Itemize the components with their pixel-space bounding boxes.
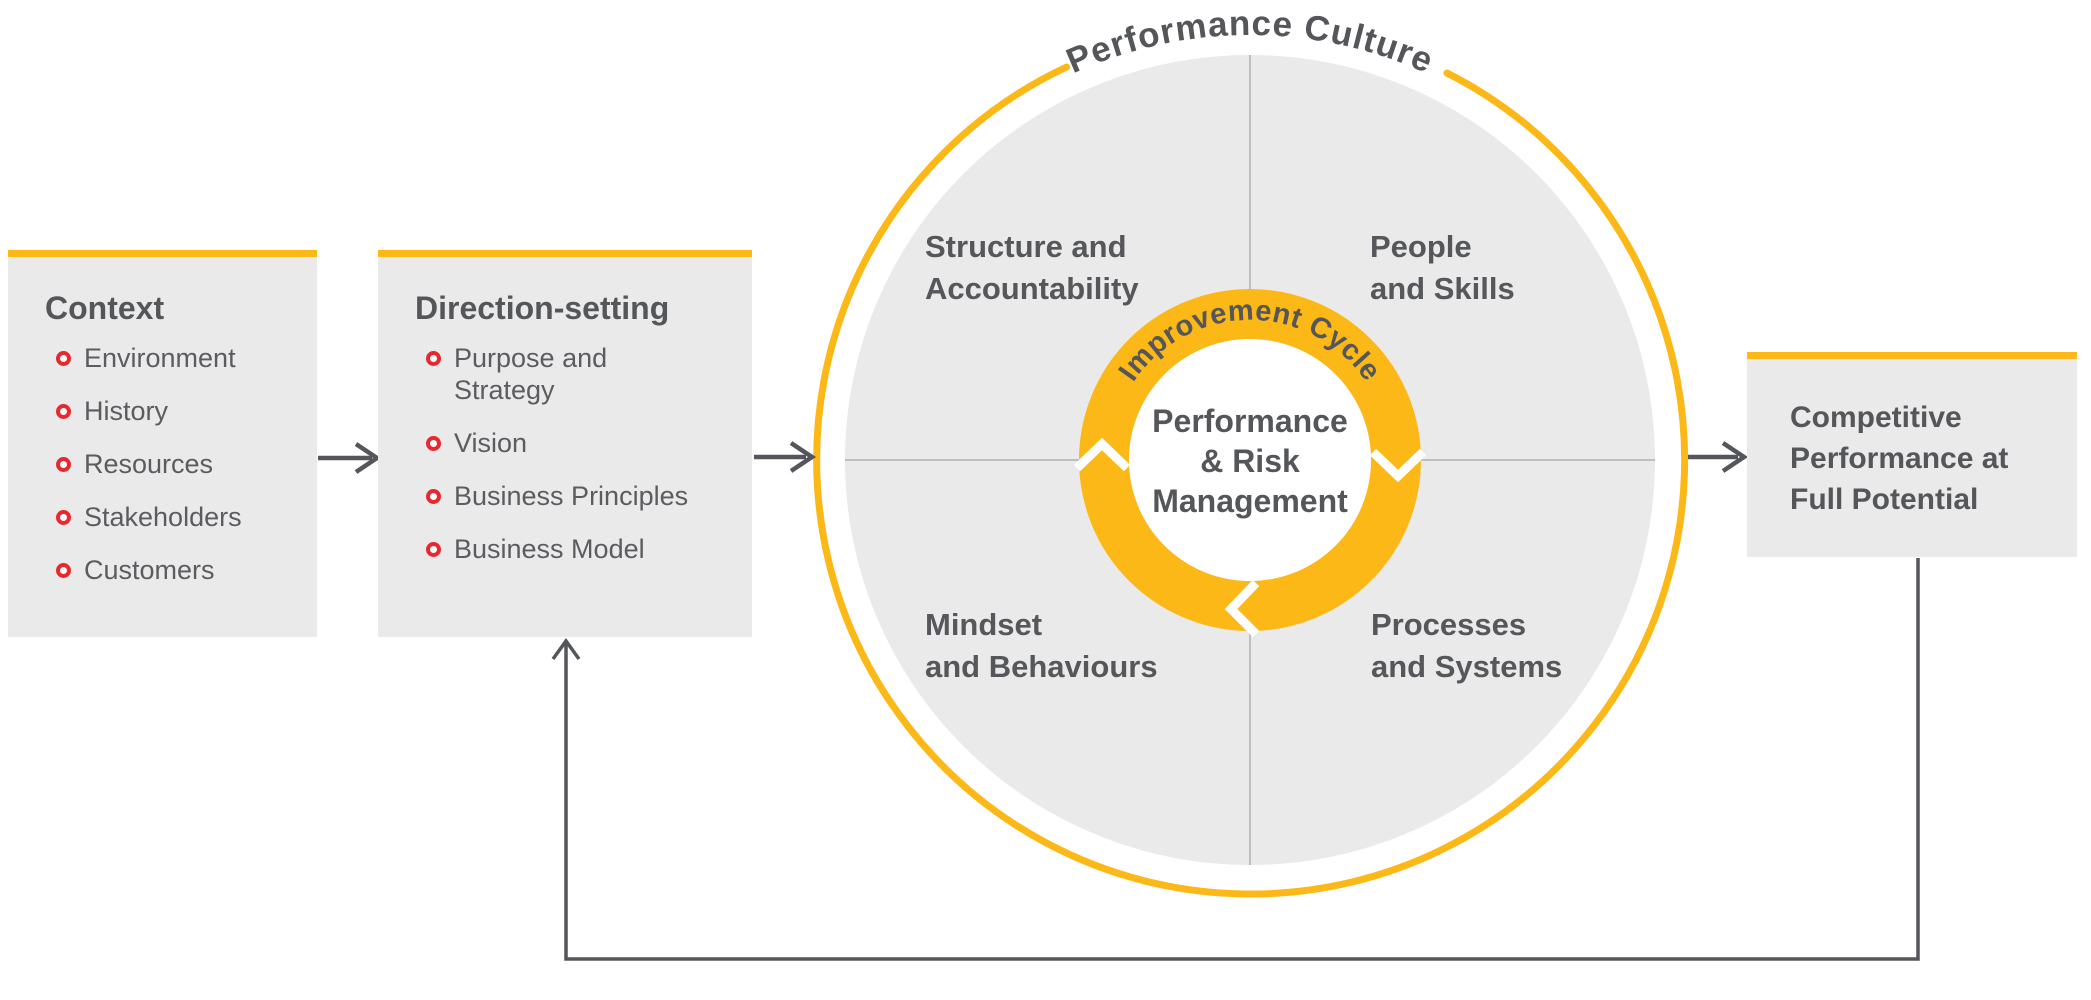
bullet-icon	[56, 404, 71, 419]
list-item-label: History	[84, 396, 169, 426]
direction-setting-box: Direction-setting Purpose and Strategy V…	[378, 250, 752, 637]
list-item: Customers	[56, 554, 317, 586]
quadrant-label-people-skills: People and Skills	[1370, 229, 1515, 306]
arrow-context-to-direction	[318, 442, 382, 474]
outcome-box: Competitive Performance at Full Potentia…	[1747, 352, 2077, 557]
list-item-label: Resources	[84, 449, 214, 479]
list-item-label: Vision	[454, 428, 528, 458]
quadrant-label-mindset-behaviours: Mindset and Behaviours	[925, 607, 1158, 684]
bullet-icon	[56, 457, 71, 472]
arrow-circle-to-outcome	[1688, 441, 1749, 473]
list-item: Stakeholders	[56, 501, 317, 533]
bullet-icon	[56, 351, 71, 366]
cycle-chevron-left-icon	[1073, 437, 1131, 472]
center-white-circle	[1129, 339, 1371, 581]
cycle-chevron-bottom-icon	[1224, 579, 1260, 638]
list-item-label: Business Principles	[454, 481, 689, 511]
arrow-direction-to-circle	[754, 441, 817, 473]
bullet-icon	[56, 563, 71, 578]
quadrant-label-structure-accountability: Structure and Accountability	[925, 229, 1139, 306]
context-box: Context Environment History Resources St…	[8, 250, 317, 637]
list-item-label: Stakeholders	[84, 502, 242, 532]
bullet-icon	[426, 436, 441, 451]
direction-setting-title: Direction-setting	[415, 290, 670, 326]
feedback-loop-arrow	[551, 558, 1920, 961]
list-item-label: Environment	[84, 343, 236, 373]
bullet-icon	[426, 489, 441, 504]
direction-setting-list: Purpose and Strategy Vision Business Pri…	[378, 342, 752, 565]
center-label-performance-risk-management: Performance & Risk Management	[1152, 403, 1348, 519]
context-title: Context	[45, 290, 165, 326]
list-item: Vision	[426, 427, 752, 459]
quadrant-label-processes-systems: Processes and Systems	[1371, 607, 1563, 684]
list-item-label: Customers	[84, 555, 215, 585]
outcome-title: Competitive Performance at Full Potentia…	[1790, 401, 2009, 516]
list-item: Business Principles	[426, 480, 752, 512]
list-item-label: Purpose and Strategy	[454, 343, 608, 405]
list-item: Purpose and Strategy	[426, 342, 752, 406]
bullet-icon	[426, 542, 441, 557]
list-item-label: Business Model	[454, 534, 645, 564]
bullet-icon	[426, 351, 441, 366]
list-item: Environment	[56, 342, 317, 374]
improvement-cycle-ring	[1079, 289, 1421, 631]
cycle-chevron-right-icon	[1369, 448, 1427, 483]
outer-yellow-ring	[813, 63, 1689, 898]
context-list: Environment History Resources Stakeholde…	[8, 342, 317, 586]
list-item: Resources	[56, 448, 317, 480]
list-item: Business Model	[426, 533, 752, 565]
list-item: History	[56, 395, 317, 427]
bullet-icon	[56, 510, 71, 525]
